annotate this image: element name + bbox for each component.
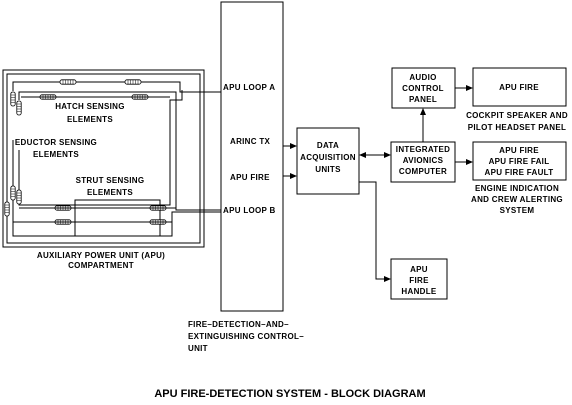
dau-label-3: UNITS (315, 165, 341, 174)
fdecu-caption-2: EXTINGUISHING CONTROL– (188, 332, 304, 341)
connector-apu-fire-to-dau (283, 173, 297, 179)
iac-label-2: AVIONICS (403, 156, 444, 165)
apu-compartment-label-1: AUXILIARY POWER UNIT (APU) (37, 251, 165, 260)
acp-label-1: AUDIO (409, 73, 436, 82)
handle-label-1: APU (410, 265, 428, 274)
fdecu-caption-3: UNIT (188, 344, 208, 353)
eicas-apu-fire-label: APU FIRE (499, 146, 539, 155)
strut-label-1: STRUT SENSING (76, 176, 145, 185)
cockpit-speaker-box (472, 67, 567, 107)
handle-label-3: HANDLE (401, 287, 436, 296)
eicas-box (472, 141, 567, 181)
hatch-label-1: HATCH SENSING (55, 102, 125, 111)
dau-label-2: ACQUISITION (300, 153, 356, 162)
handle-label-2: FIRE (409, 276, 429, 285)
data-acquisition-units-box (296, 127, 360, 195)
audio-control-panel-box (391, 67, 456, 109)
eicas-apu-fire-fault-label: APU FIRE FAULT (485, 168, 554, 177)
iac-label-3: COMPUTER (399, 167, 447, 176)
eicas-caption-3: SYSTEM (500, 206, 535, 215)
fdecu-loop-b-label: APU LOOP B (223, 206, 276, 215)
eductor-label-1: EDUCTOR SENSING (15, 138, 97, 147)
strut-label-2: ELEMENTS (87, 188, 133, 197)
hatch-label-2: ELEMENTS (67, 115, 113, 124)
speaker-caption-2: PILOT HEADSET PANEL (468, 123, 566, 132)
strut-sensing-elements (13, 199, 176, 237)
connector-acp-to-speaker (455, 85, 473, 91)
iac-label-1: INTEGRATED (396, 145, 450, 154)
fdecu-apu-fire-label: APU FIRE (230, 173, 270, 182)
loop-a-wiring (12, 81, 221, 237)
diagram-title: APU FIRE-DETECTION SYSTEM - BLOCK DIAGRA… (154, 388, 425, 400)
acp-label-2: CONTROL (402, 84, 444, 93)
connector-dau-to-handle (359, 181, 391, 282)
connector-arinc-to-dau (283, 143, 297, 149)
fdecu-caption-1: FIRE–DETECTION–AND– (188, 320, 289, 329)
speaker-apu-fire-label: APU FIRE (499, 83, 539, 92)
connector-dau-iac (359, 152, 391, 158)
dau-label-1: DATA (317, 141, 339, 150)
apu-fire-handle-box (390, 258, 448, 300)
acp-label-3: PANEL (409, 95, 437, 104)
apu-compartment-label-2: COMPARTMENT (68, 261, 134, 270)
connector-iac-to-acp (420, 108, 426, 142)
fdecu-loop-a-label: APU LOOP A (223, 83, 275, 92)
speaker-caption-1: COCKPIT SPEAKER AND (466, 111, 568, 120)
hatch-sensing-elements (21, 79, 170, 100)
eicas-caption-2: AND CREW ALERTING (471, 195, 563, 204)
connector-iac-to-eicas (455, 159, 473, 165)
eicas-caption-1: ENGINE INDICATION (475, 184, 559, 193)
eductor-label-2: ELEMENTS (33, 150, 79, 159)
fdecu-box (220, 1, 284, 312)
fdecu-arinc-tx-label: ARINC TX (230, 137, 271, 146)
eicas-apu-fire-fail-label: APU FIRE FAIL (489, 157, 550, 166)
